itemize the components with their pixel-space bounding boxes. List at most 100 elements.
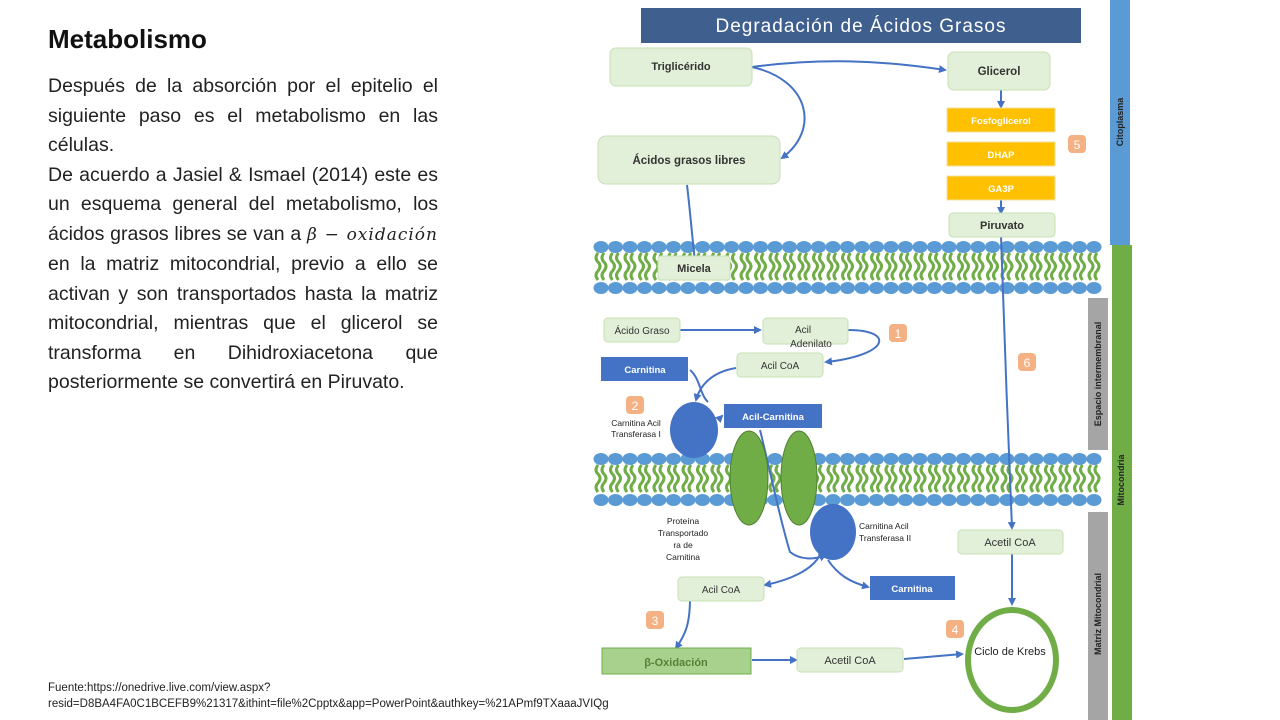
cat2-label-2: Transferasa II bbox=[859, 533, 911, 543]
intermembrane-nodes: Ácido Graso Acil Adenilato Carnitina Aci… bbox=[601, 317, 849, 458]
ga3p-box bbox=[946, 175, 1056, 201]
lipid-head bbox=[970, 494, 986, 506]
lipid-tail bbox=[870, 464, 877, 493]
lipid-tail bbox=[623, 464, 631, 493]
lipid-tail bbox=[841, 252, 848, 281]
lipid-tail bbox=[696, 464, 703, 493]
proteina-label-2: Transportado bbox=[658, 528, 709, 538]
lipid-tail bbox=[818, 464, 825, 493]
lipid-tail bbox=[797, 252, 805, 281]
arrow-carnitina-cat1 bbox=[689, 369, 709, 403]
acil-carnitina-label: Acil-Carnitina bbox=[742, 412, 804, 423]
lipid-tail bbox=[731, 252, 738, 281]
lipid-tail bbox=[1029, 252, 1037, 281]
lipid-tail bbox=[957, 252, 964, 281]
lipid-tail bbox=[884, 464, 892, 493]
lipid-tail bbox=[600, 252, 608, 281]
beta-oxidacion-box bbox=[601, 647, 752, 675]
lipid-head bbox=[608, 494, 623, 506]
lipid-tail bbox=[1079, 252, 1086, 281]
lipid-head bbox=[840, 494, 855, 506]
lipid-head bbox=[593, 453, 609, 465]
lipid-tail bbox=[768, 252, 776, 281]
arrow-transport-cat2 bbox=[759, 429, 827, 562]
lipid-tail bbox=[1015, 252, 1022, 281]
triglicerido-label: Triglicérido bbox=[651, 61, 711, 73]
lipid-head bbox=[622, 453, 638, 465]
lipid-tail bbox=[1050, 252, 1057, 281]
lipid-tail bbox=[899, 252, 906, 281]
lipid-head bbox=[767, 282, 783, 294]
lipid-tail bbox=[1035, 464, 1043, 493]
lipid-tail bbox=[812, 252, 819, 281]
lipid-head bbox=[883, 494, 899, 506]
lipid-head bbox=[1072, 453, 1087, 465]
espacio-label: Espacio intermembranal bbox=[1093, 322, 1103, 427]
lipid-tail bbox=[934, 464, 941, 493]
step-4-number: 4 bbox=[952, 623, 959, 637]
lipid-tail bbox=[971, 464, 979, 493]
micela-box bbox=[657, 255, 731, 281]
lipid-tail bbox=[1044, 464, 1051, 493]
lipid-tail bbox=[667, 464, 674, 493]
slide-title: Metabolismo bbox=[48, 24, 207, 54]
acidos-grasos-libres-box bbox=[597, 135, 781, 185]
lipid-head bbox=[1014, 241, 1029, 253]
lipid-head bbox=[651, 241, 667, 253]
lipid-tail bbox=[841, 464, 848, 493]
arrow-triglicerido-acidos bbox=[751, 66, 806, 160]
acil-coa-top-label: Acil CoA bbox=[761, 361, 800, 372]
lipid-head bbox=[767, 494, 783, 506]
lipid-tail bbox=[673, 464, 680, 493]
step-3-marker bbox=[646, 611, 664, 629]
lipid-head bbox=[956, 453, 971, 465]
lipid-head bbox=[695, 282, 710, 294]
arrow-acetil-krebs-bottom bbox=[903, 650, 964, 660]
proteina-label-1: Proteína bbox=[667, 516, 699, 526]
acil-coa-top-box bbox=[736, 352, 824, 378]
lipid-head bbox=[811, 282, 826, 294]
lipid-tail bbox=[876, 464, 883, 493]
carnitina-bottom-label: Carnitina bbox=[891, 584, 933, 595]
acetil-coa-right-box bbox=[957, 529, 1064, 555]
lipid-tail bbox=[876, 252, 883, 281]
lipid-head bbox=[782, 282, 797, 294]
lipid-tail bbox=[919, 464, 927, 493]
lipid-tail bbox=[861, 464, 869, 493]
lipid-head bbox=[883, 453, 899, 465]
lipid-head bbox=[941, 494, 957, 506]
lipid-tail bbox=[609, 252, 616, 281]
beta-oxidacion-label: β-Oxidación bbox=[644, 657, 708, 669]
lipid-head bbox=[666, 241, 681, 253]
dhap-label: DHAP bbox=[988, 150, 1016, 161]
arrow-piruvato-acetil bbox=[1000, 235, 1016, 530]
acil-carnitina-box bbox=[724, 404, 822, 428]
lipid-head bbox=[637, 282, 652, 294]
arrows bbox=[674, 60, 1016, 664]
acetil-coa-bottom-box bbox=[796, 647, 904, 673]
lipid-head bbox=[985, 494, 1000, 506]
lipid-head bbox=[970, 241, 986, 253]
acido-graso-box bbox=[603, 317, 681, 343]
lipid-head bbox=[1043, 453, 1058, 465]
step-markers: 1 2 3 4 5 6 bbox=[626, 135, 1086, 638]
lipid-tail bbox=[855, 252, 863, 281]
lipid-tail bbox=[847, 252, 854, 281]
lipid-head bbox=[637, 494, 652, 506]
lipid-head bbox=[970, 453, 986, 465]
lipid-head bbox=[941, 453, 957, 465]
lipid-head bbox=[622, 282, 638, 294]
lipid-head bbox=[651, 494, 667, 506]
lipid-head bbox=[1057, 453, 1073, 465]
lipid-tail bbox=[942, 252, 950, 281]
lipid-tail bbox=[710, 464, 718, 493]
lipid-head bbox=[825, 241, 841, 253]
cat2-enzyme bbox=[810, 504, 856, 560]
lipid-head bbox=[927, 241, 942, 253]
lipid-tail bbox=[928, 252, 935, 281]
lipid-tail bbox=[1073, 252, 1080, 281]
lipid-head bbox=[927, 453, 942, 465]
lipid-head bbox=[1057, 241, 1073, 253]
arrow-triglicerido-glicerol bbox=[745, 60, 947, 74]
lipid-head bbox=[767, 453, 783, 465]
